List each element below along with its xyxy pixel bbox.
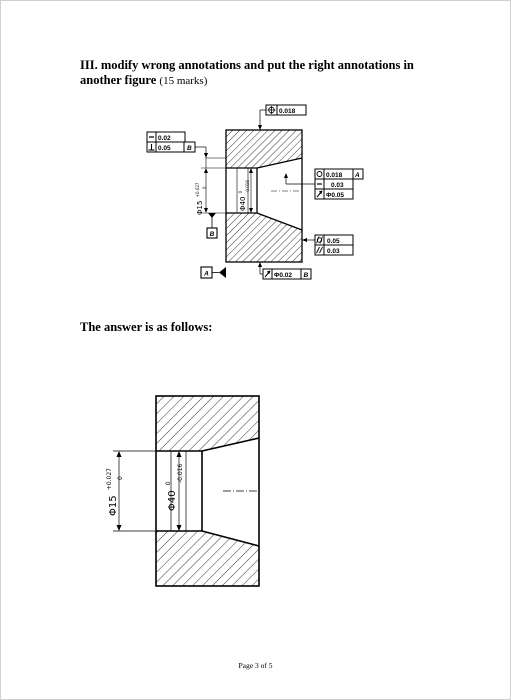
- question-title: III. modify wrong annotations and put th…: [80, 58, 414, 87]
- question-marks: (15 marks): [159, 75, 208, 87]
- svg-text:Φ40 0: Φ40 0: [238, 190, 247, 211]
- frame-left-stack: 0.02 0.05 B: [146, 131, 208, 158]
- dim-left-top-nominal: Φ15: [196, 201, 204, 215]
- frame-bottom-value: Φ0.02: [274, 272, 292, 279]
- parallelism-icon: [316, 246, 323, 254]
- bottom-technical-drawing: Φ15 +0.027 0 Φ40 0 -0.016: [106, 395, 260, 587]
- frame-right-row2-value: 0.03: [331, 182, 344, 189]
- frame-top-value: 0.018: [279, 108, 296, 115]
- dim-center-bottom-nominal: Φ40: [167, 490, 178, 511]
- frame-right-row1-value: 0.018: [326, 172, 343, 179]
- position-icon: [267, 106, 276, 114]
- dim-left-bottom-upper: +0.027: [106, 468, 113, 490]
- datum-b-box: B: [206, 213, 218, 239]
- cylindricity-icon: [316, 236, 323, 244]
- dim-center-top-nominal: Φ40: [239, 197, 247, 211]
- dimension-left-bottom: [113, 450, 156, 532]
- dim-center-top-upper: 0: [238, 190, 243, 193]
- datum-b-label: B: [210, 231, 215, 238]
- frame-right-row3-value: Φ0.05: [326, 192, 344, 199]
- datum-a-label: A: [203, 271, 209, 278]
- datum-a-box: A: [200, 266, 226, 279]
- frame-right-lower-stack: 0.05 0.03: [302, 234, 354, 256]
- frame-bottom-runout: Φ0.02 B: [258, 262, 312, 280]
- top-technical-drawing: Φ15 +0.027 0 Φ40 0 -0.016 0.018: [146, 104, 364, 280]
- svg-text:Φ15 +0.027: Φ15 +0.027: [106, 468, 119, 516]
- dimension-left-top: [201, 157, 226, 214]
- part-outline-top: [225, 129, 303, 263]
- part-outline-bottom: [155, 395, 260, 587]
- answer-label: The answer is as follows:: [80, 320, 213, 334]
- dim-left-bottom-lower: 0: [117, 476, 124, 480]
- svg-text:Φ40 0: Φ40 0: [165, 481, 178, 511]
- frame-right-lower-row1-value: 0.05: [327, 238, 340, 245]
- frame-right-lower-row2-value: 0.03: [327, 248, 340, 255]
- dim-center-bottom-upper: 0: [165, 481, 172, 485]
- section-hatching-top: [226, 130, 302, 262]
- page-footer: Page 3 of 5: [238, 661, 273, 670]
- dim-center-top-lower: -0.016: [245, 180, 250, 193]
- frame-left-row2-datum: B: [187, 145, 192, 152]
- svg-text:Φ15 +0.027: Φ15 +0.027: [195, 182, 204, 215]
- frame-bottom-datum: B: [304, 272, 309, 279]
- dim-left-bottom-nominal: Φ15: [108, 495, 119, 516]
- circularity-icon: [316, 171, 323, 177]
- frame-left-row1-value: 0.02: [158, 135, 171, 142]
- frame-right-row1-datum: A: [354, 172, 360, 179]
- runout-icon: [264, 270, 271, 278]
- question-heading: III. modify wrong annotations and put th…: [80, 58, 450, 89]
- section-hatching-bottom: [156, 396, 259, 586]
- dim-left-top-upper: +0.027: [195, 182, 200, 197]
- dim-left-top-lower: 0: [202, 186, 207, 189]
- frame-left-row2-value: 0.05: [158, 145, 171, 152]
- runout-icon: [316, 190, 323, 198]
- frame-right-stack: 0.018 A 0.03 Φ0.05: [284, 168, 364, 200]
- perpendicularity-icon: [148, 144, 155, 151]
- dim-center-bottom-lower: -0.016: [177, 463, 184, 483]
- frame-top-position: 0.018: [258, 104, 307, 130]
